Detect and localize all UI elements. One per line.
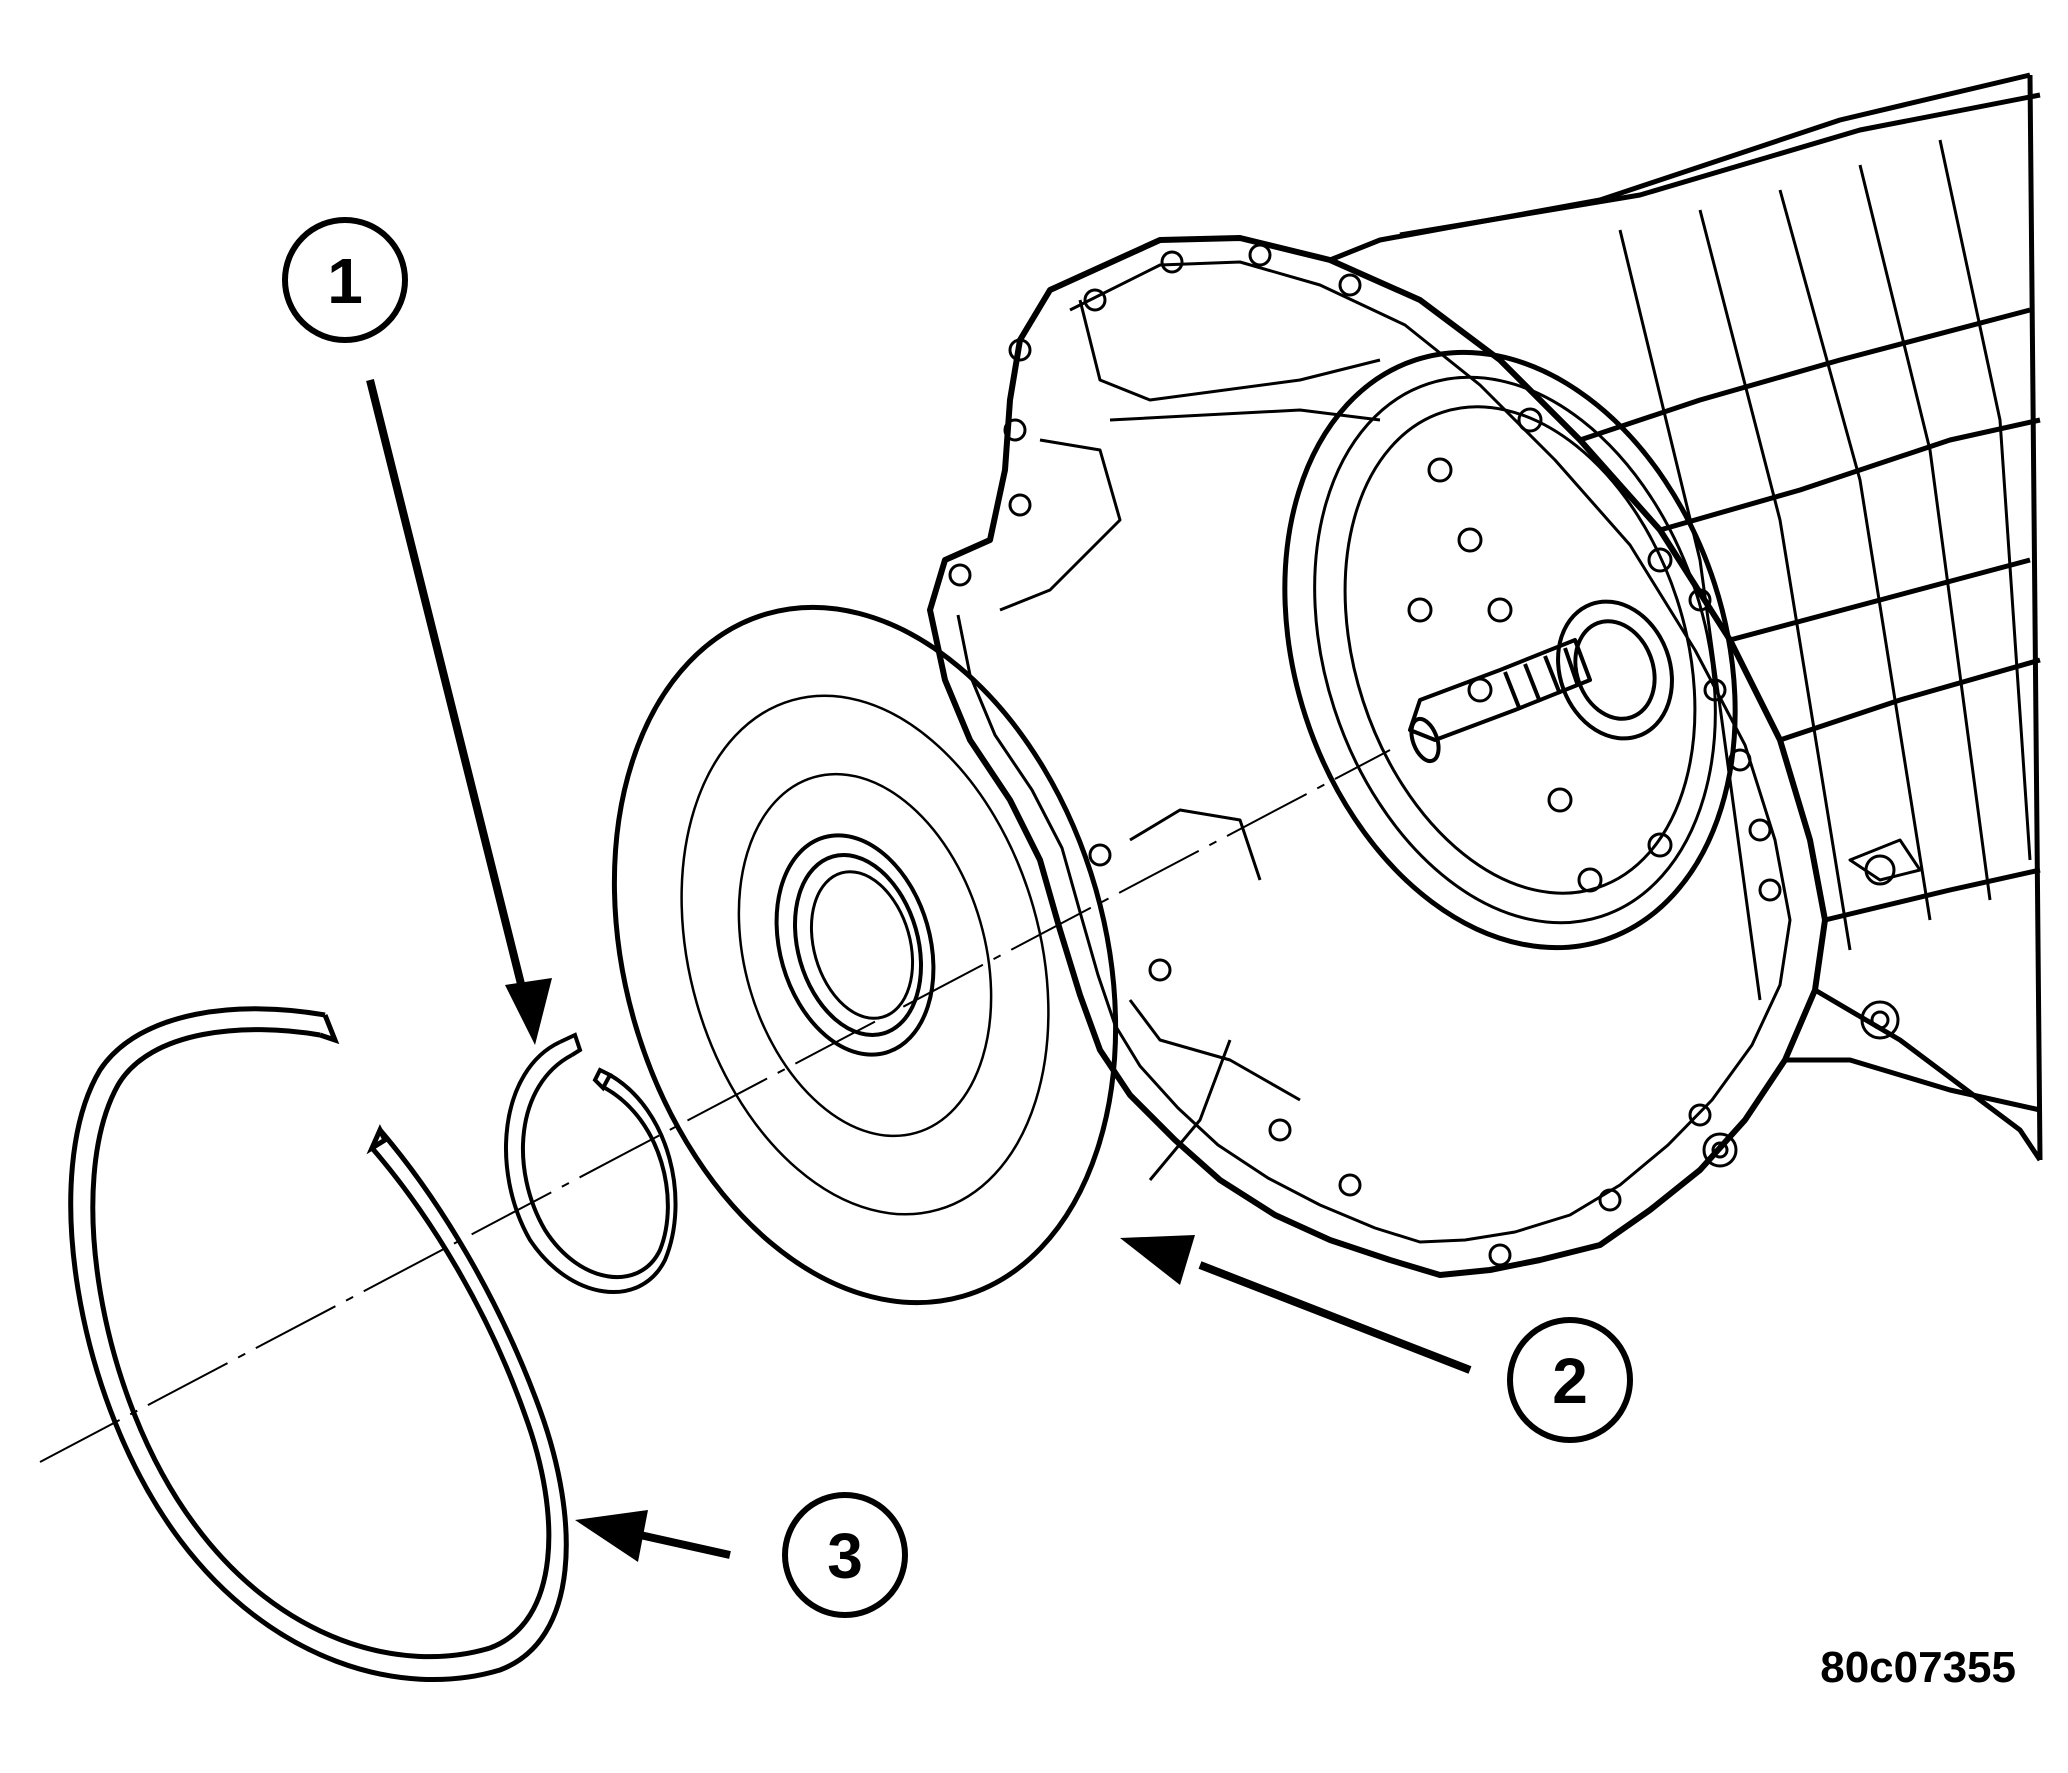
housing-ribs (999, 299, 1381, 1181)
callout-circle-1 (282, 217, 408, 343)
flange-bolt-holes (948, 243, 1782, 1267)
callout-label-3: 3 (827, 1520, 863, 1592)
pump-bolts (1407, 407, 1673, 893)
callout-2: 2 (1507, 1317, 1633, 1443)
bell-housing-flange (927, 235, 1828, 1278)
callout-1: 1 (282, 217, 408, 343)
small-snap-ring (504, 1032, 678, 1294)
callout-label-1: 1 (327, 245, 363, 317)
leader-line-2 (1198, 1261, 1472, 1374)
center-axis-line (39, 749, 1391, 1463)
bell-housing-inner-lip (956, 260, 1792, 1244)
pump-face-ring-inner (1343, 405, 1697, 895)
callout-label-2: 2 (1552, 1345, 1588, 1417)
pump-face-ring-outer (1282, 349, 1738, 951)
leader-arrows (366, 379, 1472, 1562)
input-shaft (1408, 599, 1674, 764)
dust-shield-plate (611, 604, 1119, 1306)
callout-circle-2 (1507, 1317, 1633, 1443)
arrowhead-2 (1120, 1235, 1195, 1285)
transmission-case (1329, 72, 2043, 1162)
callout-3: 3 (782, 1492, 908, 1618)
figure-id-label: 80c07355 (1820, 1643, 2016, 1692)
transmission-housing (927, 72, 2043, 1278)
callout-circle-3 (782, 1492, 908, 1618)
arrowhead-1 (505, 978, 552, 1045)
transmission-case-ribs (1618, 139, 2032, 1168)
large-snap-ring (68, 1006, 569, 1683)
leader-line-3 (639, 1531, 731, 1559)
arrowhead-3 (575, 1510, 648, 1562)
pump-face-ring-mid (1313, 375, 1717, 925)
leader-line-1 (366, 379, 529, 1001)
